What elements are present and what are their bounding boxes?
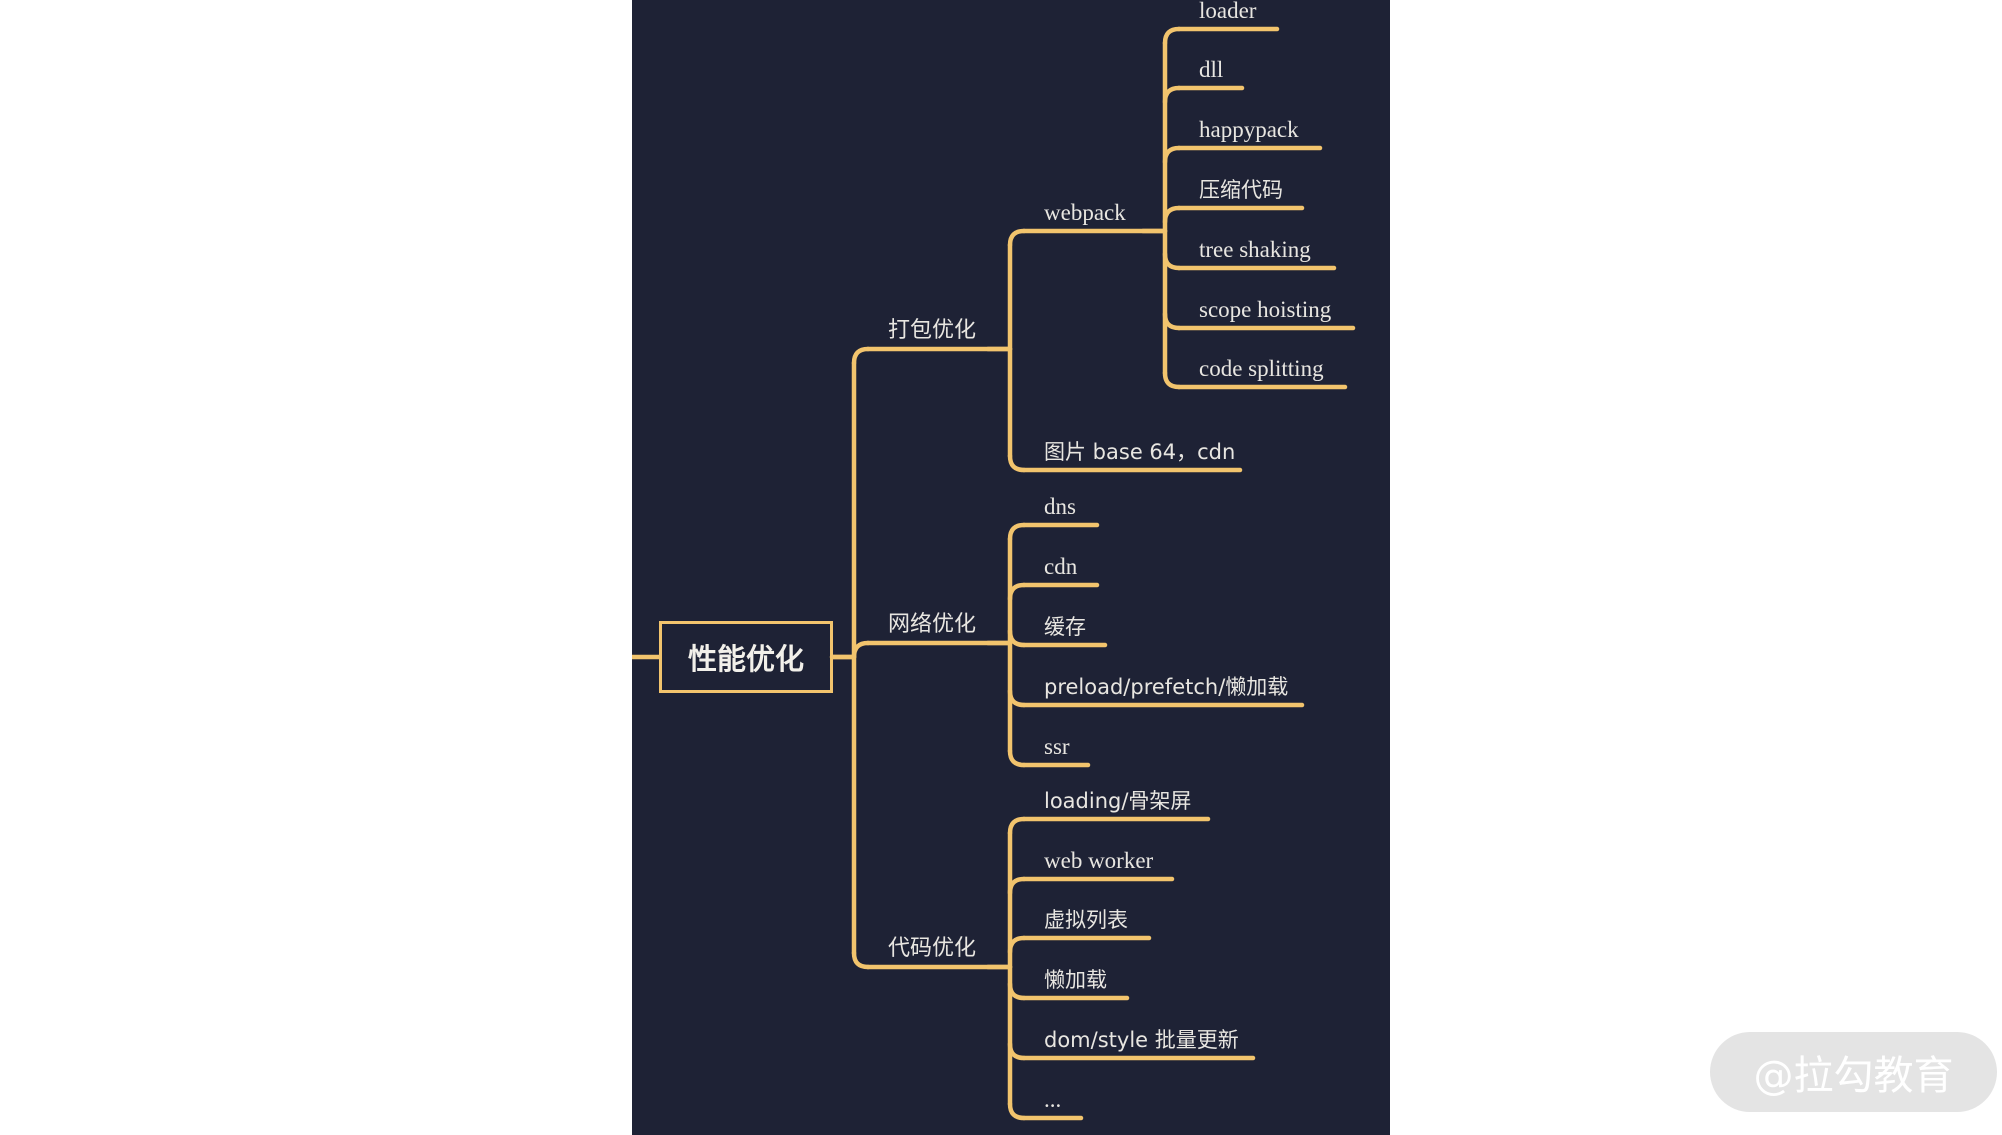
level3-0-0-curve-0	[1162, 26, 1182, 46]
leaf-label[interactable]: tree shaking	[1199, 237, 1311, 262]
node-label[interactable]: 缓存	[1044, 615, 1086, 639]
node-label[interactable]: loading/骨架屏	[1044, 789, 1192, 813]
level3-0-0-curve-5	[1162, 311, 1182, 331]
node-label[interactable]: ...	[1044, 1087, 1062, 1112]
node-label[interactable]: dns	[1044, 494, 1076, 519]
level2-2-curve-5	[1007, 1101, 1027, 1121]
level2-2-curve-4	[1007, 1041, 1027, 1061]
node-label[interactable]: web worker	[1044, 848, 1154, 873]
node-label[interactable]: cdn	[1044, 554, 1078, 579]
leaf-label[interactable]: code splitting	[1199, 356, 1324, 381]
level3-0-0-curve-4	[1162, 251, 1182, 271]
level2-1-curve-3	[1007, 688, 1027, 708]
root-node[interactable]: 性能优化	[659, 621, 833, 693]
level1-curve-2	[851, 950, 871, 970]
node-label[interactable]: webpack	[1044, 200, 1126, 225]
branch-label[interactable]: 打包优化	[888, 318, 977, 343]
level2-2-curve-0	[1007, 816, 1027, 836]
level2-1-curve-4	[1007, 748, 1027, 768]
leaf-label[interactable]: scope hoisting	[1199, 297, 1332, 322]
level2-2-curve-3	[1007, 981, 1027, 1001]
level2-1-curve-2	[1007, 628, 1027, 648]
level2-1-curve-0	[1007, 522, 1027, 542]
node-label[interactable]: 图片 base 64，cdn	[1044, 440, 1236, 464]
branch-label[interactable]: 网络优化	[888, 612, 977, 637]
level3-0-0-curve-2	[1162, 145, 1182, 165]
level3-0-0-curve-1	[1162, 85, 1182, 105]
level2-1-curve-1	[1007, 582, 1027, 602]
level3-0-0-curve-3	[1162, 205, 1182, 225]
level1-curve-1	[851, 640, 871, 660]
mindmap-connectors	[632, 26, 1356, 1121]
level2-2-curve-2	[1007, 935, 1027, 955]
node-label[interactable]: 懒加载	[1044, 968, 1107, 992]
level2-0-curve-0	[1007, 228, 1027, 248]
leaf-label[interactable]: happypack	[1199, 117, 1299, 142]
node-label[interactable]: dom/style 批量更新	[1044, 1028, 1239, 1052]
leaf-label[interactable]: loader	[1199, 0, 1257, 23]
branch-label[interactable]: 代码优化	[888, 936, 977, 961]
level3-0-0-curve-6	[1162, 370, 1182, 390]
watermark: @拉勾教育	[1710, 1032, 1997, 1112]
node-label[interactable]: ssr	[1044, 734, 1070, 759]
leaf-label[interactable]: dll	[1199, 57, 1224, 82]
level1-curve-0	[851, 346, 871, 366]
node-label[interactable]: preload/prefetch/懒加载	[1044, 675, 1289, 699]
level2-0-curve-1	[1007, 453, 1027, 473]
root-label: 性能优化	[687, 642, 804, 676]
mindmap-canvas: 性能优化 打包优化 loader dll happypack 压缩代码 tree shak…	[632, 0, 1390, 1135]
node-label[interactable]: 虚拟列表	[1044, 908, 1128, 932]
level2-2-curve-1	[1007, 876, 1027, 896]
leaf-label[interactable]: 压缩代码	[1199, 178, 1283, 202]
